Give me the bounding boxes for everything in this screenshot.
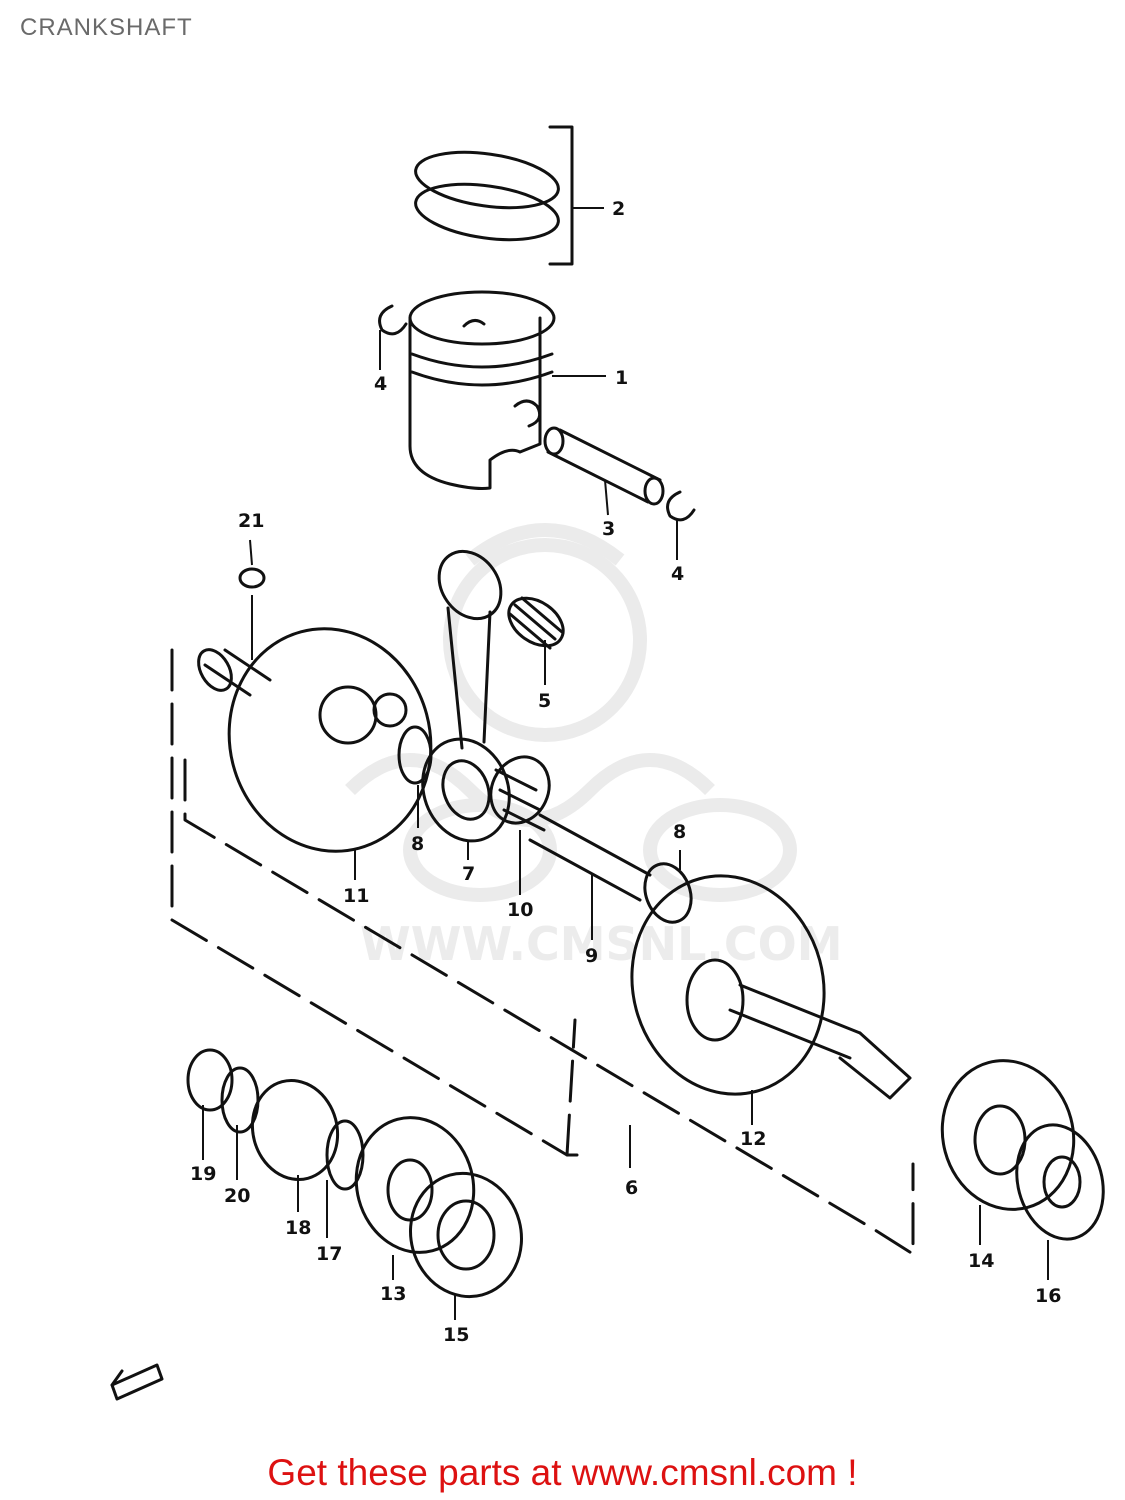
piston-rings-drawing [414, 125, 574, 266]
part-label: 4 [671, 563, 684, 585]
right-crank-half-drawing [630, 874, 912, 1100]
part-label: 3 [602, 518, 615, 540]
piston-pin-drawing [543, 426, 665, 506]
small-end-bearing-drawing [507, 596, 565, 650]
get-parts-link[interactable]: Get these parts at www.cmsnl.com ! [267, 1452, 858, 1493]
part-label: 12 [740, 1128, 766, 1150]
part-label: 15 [443, 1324, 469, 1346]
part-label: 13 [380, 1283, 406, 1305]
part-label: 11 [343, 885, 369, 907]
part-label: 8 [673, 821, 686, 843]
page-title: CRANKSHAFT [20, 14, 193, 41]
part-label: 21 [238, 510, 264, 532]
woodruff-key-drawing [238, 567, 266, 589]
assembly-bracket [170, 648, 915, 1256]
front-arrow-drawing [110, 1363, 164, 1401]
part-label: 4 [374, 373, 387, 395]
part-label: 1 [615, 367, 628, 389]
thrust-washer-drawings [397, 725, 693, 924]
part-label: 2 [612, 198, 625, 220]
left-crank-half-drawing [197, 627, 433, 853]
part-label: 19 [190, 1163, 216, 1185]
part-label: 20 [224, 1185, 250, 1207]
part-label: 14 [968, 1250, 994, 1272]
leader-lines [202, 207, 1049, 1320]
big-end-bearing-drawing [489, 755, 551, 832]
part-label: 5 [538, 690, 551, 712]
piston-drawing [408, 290, 556, 490]
bearing-drawings [354, 1059, 1105, 1299]
drive-gear-drawings [186, 1048, 365, 1191]
crank-pin-drawing [528, 813, 652, 902]
part-label: 17 [316, 1243, 342, 1265]
part-label: 10 [507, 899, 533, 921]
part-label: 9 [585, 945, 598, 967]
circlip-drawings [378, 304, 696, 522]
part-label: 8 [411, 833, 424, 855]
part-labels: 1 2 3 4 4 5 6 7 8 8 9 10 11 12 13 14 15 … [190, 198, 1061, 1346]
watermark-text: WWW.CMSNL.COM [360, 917, 843, 971]
part-label: 16 [1035, 1285, 1061, 1307]
part-label: 18 [285, 1217, 311, 1239]
part-label: 7 [462, 863, 475, 885]
part-label: 6 [625, 1177, 638, 1199]
